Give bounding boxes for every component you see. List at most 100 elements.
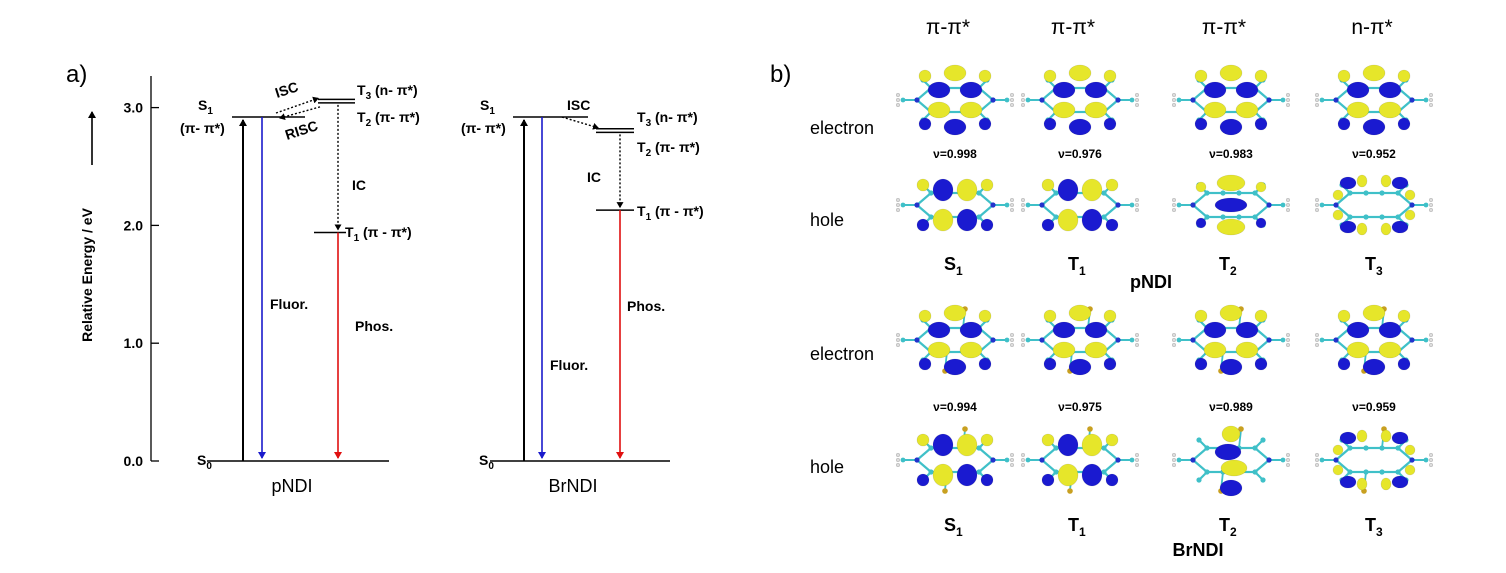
bond: [1397, 459, 1413, 473]
positive-lobe: [980, 178, 994, 192]
atom: [1285, 102, 1290, 107]
diagram-pndi: S0 S1 (π- π*) T3 (n- π*) T2 (π- π*) T1 (…: [180, 78, 420, 496]
nu-value: ν=0.976: [1058, 147, 1102, 161]
label-s1-brndi: S1: [480, 97, 495, 117]
positive-lobe: [1380, 222, 1392, 236]
label-risc-pndi: RISC: [283, 117, 320, 143]
y-tick-label: 2.0: [124, 217, 144, 233]
transition-headers: π-π* π-π* π-π* n-π*: [926, 16, 1393, 39]
bond: [1041, 204, 1057, 218]
positive-lobe: [1362, 64, 1386, 82]
atom: [1363, 190, 1369, 196]
bond: [1041, 192, 1057, 206]
state-label: T2: [1219, 515, 1237, 539]
molecule-skeleton: [896, 182, 1015, 228]
negative-lobe: [1203, 321, 1227, 339]
negative-lobe: [1397, 357, 1411, 371]
bond: [1103, 459, 1119, 473]
electron-orbital-image: [1314, 64, 1433, 136]
negative-lobe: [943, 118, 967, 136]
atom: [1423, 337, 1429, 343]
atom: [990, 457, 996, 463]
positive-lobe: [1404, 209, 1416, 221]
atom: [1190, 457, 1196, 463]
atom: [1134, 207, 1139, 212]
positive-lobe: [956, 178, 978, 202]
atom: [1171, 463, 1176, 468]
negative-lobe: [1391, 220, 1409, 234]
label-s1-char-brndi: (π- π*): [461, 120, 506, 136]
atom: [1021, 463, 1026, 468]
atom: [1134, 343, 1139, 348]
atom: [1010, 343, 1015, 348]
atom: [1379, 190, 1385, 196]
positive-lobe: [1105, 178, 1119, 192]
positive-lobe: [1043, 309, 1057, 323]
hole-orbital-image: [1314, 174, 1433, 236]
nu-value: ν=0.994: [933, 400, 977, 414]
atom: [1010, 453, 1015, 458]
molecule-skeleton: [1021, 426, 1139, 494]
molecule-skeleton: [896, 77, 1015, 123]
atom: [1314, 92, 1319, 97]
negative-lobe: [1041, 473, 1055, 487]
positive-lobe: [978, 309, 992, 323]
atom: [1333, 457, 1339, 463]
atom: [1314, 333, 1319, 338]
bond: [1103, 447, 1119, 461]
atom: [1025, 202, 1031, 208]
atom: [1285, 97, 1290, 102]
row-label-electron-brndi: electron: [810, 344, 874, 364]
positive-lobe: [1254, 309, 1268, 323]
atom: [1314, 207, 1319, 212]
atom: [1347, 445, 1353, 451]
row-label-hole-pndi: hole: [810, 210, 844, 230]
atom: [896, 197, 901, 202]
isc-arrow-pndi: [275, 96, 319, 114]
positive-lobe: [943, 304, 967, 322]
bond: [916, 204, 932, 218]
bond: [1335, 447, 1351, 461]
atom: [1039, 457, 1045, 463]
negative-lobe: [1057, 178, 1079, 202]
atom: [1428, 92, 1433, 97]
y-axis-ticks: 0.01.02.03.0: [124, 100, 159, 469]
atom: [1285, 453, 1290, 458]
atom: [1010, 102, 1015, 107]
positive-lobe: [1380, 429, 1392, 443]
negative-lobe: [1081, 208, 1103, 232]
positive-lobe: [1105, 433, 1119, 447]
diagram-title-brndi: BrNDI: [549, 476, 598, 496]
bond: [1335, 204, 1351, 218]
negative-lobe: [1255, 217, 1267, 229]
bond: [1103, 204, 1119, 218]
atom: [896, 92, 901, 97]
atom: [1021, 343, 1026, 348]
atom: [1171, 458, 1176, 463]
atom: [1319, 337, 1325, 343]
atom: [1025, 337, 1031, 343]
atom: [896, 463, 901, 468]
negative-lobe: [1339, 176, 1357, 190]
bond: [916, 447, 932, 461]
positive-lobe: [1057, 208, 1079, 232]
negative-lobe: [1219, 479, 1243, 497]
atom: [1171, 202, 1176, 207]
positive-lobe: [1194, 309, 1208, 323]
atom: [1280, 457, 1286, 463]
state-labels-brndi: S1 T1 T2 T3: [944, 515, 1383, 539]
hole-density: [1214, 425, 1248, 497]
atom: [1428, 102, 1433, 107]
molecule-skeleton: [1314, 77, 1433, 123]
electron-density: [918, 64, 992, 136]
energy-axis: Relative Energy / eV 0.01.02.03.0: [79, 76, 159, 469]
positive-lobe: [1081, 178, 1103, 202]
atom: [900, 202, 906, 208]
hole-density: [1332, 429, 1416, 491]
atom: [1314, 202, 1319, 207]
atom: [1280, 337, 1286, 343]
positive-lobe: [918, 69, 932, 83]
electron-density: [1194, 304, 1268, 376]
negative-lobe: [916, 473, 930, 487]
negative-lobe: [1346, 321, 1370, 339]
